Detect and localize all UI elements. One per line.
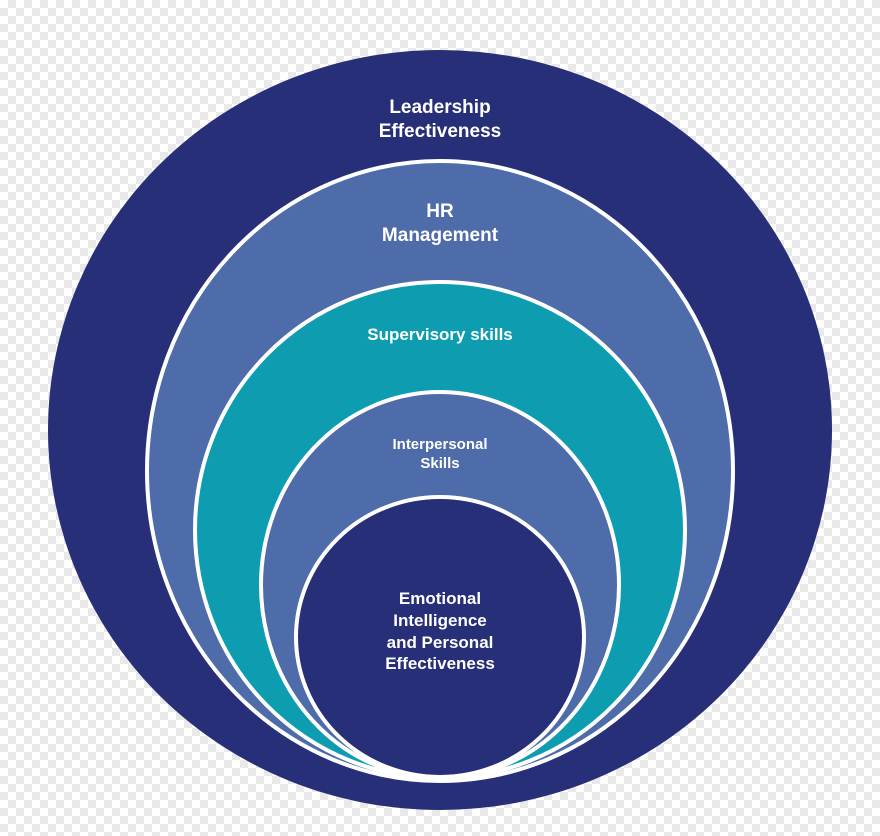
label-leadership-effectiveness: Leadership Effectiveness <box>378 97 502 143</box>
circle-emotional-intelligence <box>294 495 586 779</box>
label-emotional-intelligence: Emotional Intelligence and Personal Effe… <box>385 589 495 674</box>
label-hr-management: HR Management <box>381 201 499 247</box>
label-supervisory-skills: Supervisory skills <box>367 325 513 344</box>
label-interpersonal-skills: Interpersonal Skills <box>392 436 488 473</box>
